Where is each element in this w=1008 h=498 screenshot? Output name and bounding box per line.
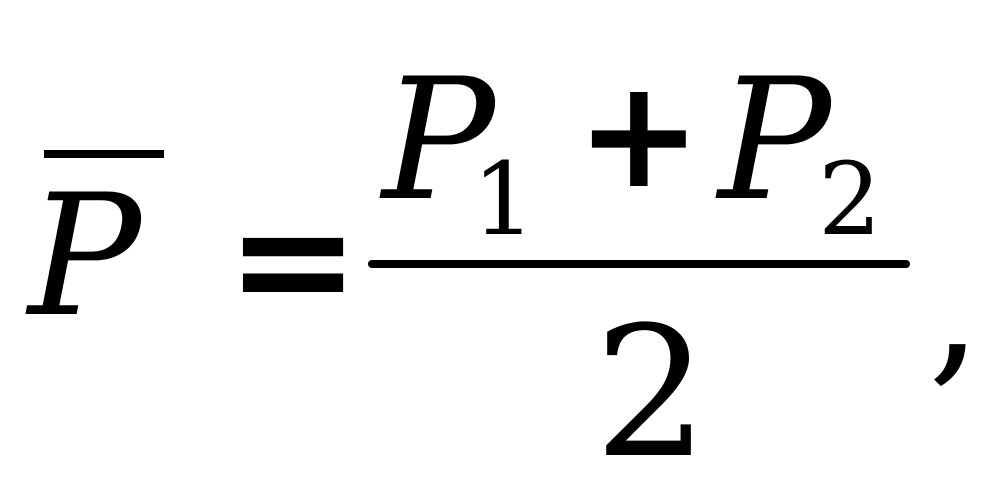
- numerator-term1-base: P: [382, 42, 496, 238]
- fraction-bar: [368, 260, 910, 268]
- denominator: 2: [594, 289, 709, 498]
- lhs-overline: [44, 150, 164, 158]
- numerator-term1-subscript: 1: [472, 141, 536, 258]
- equals-sign: =: [226, 166, 361, 353]
- numerator-term2-base: P: [718, 42, 832, 238]
- trailing-comma: ,: [928, 206, 983, 404]
- numerator-term2-subscript: 2: [818, 141, 882, 258]
- lhs-variable: P: [28, 158, 142, 354]
- plus-sign: +: [576, 48, 702, 222]
